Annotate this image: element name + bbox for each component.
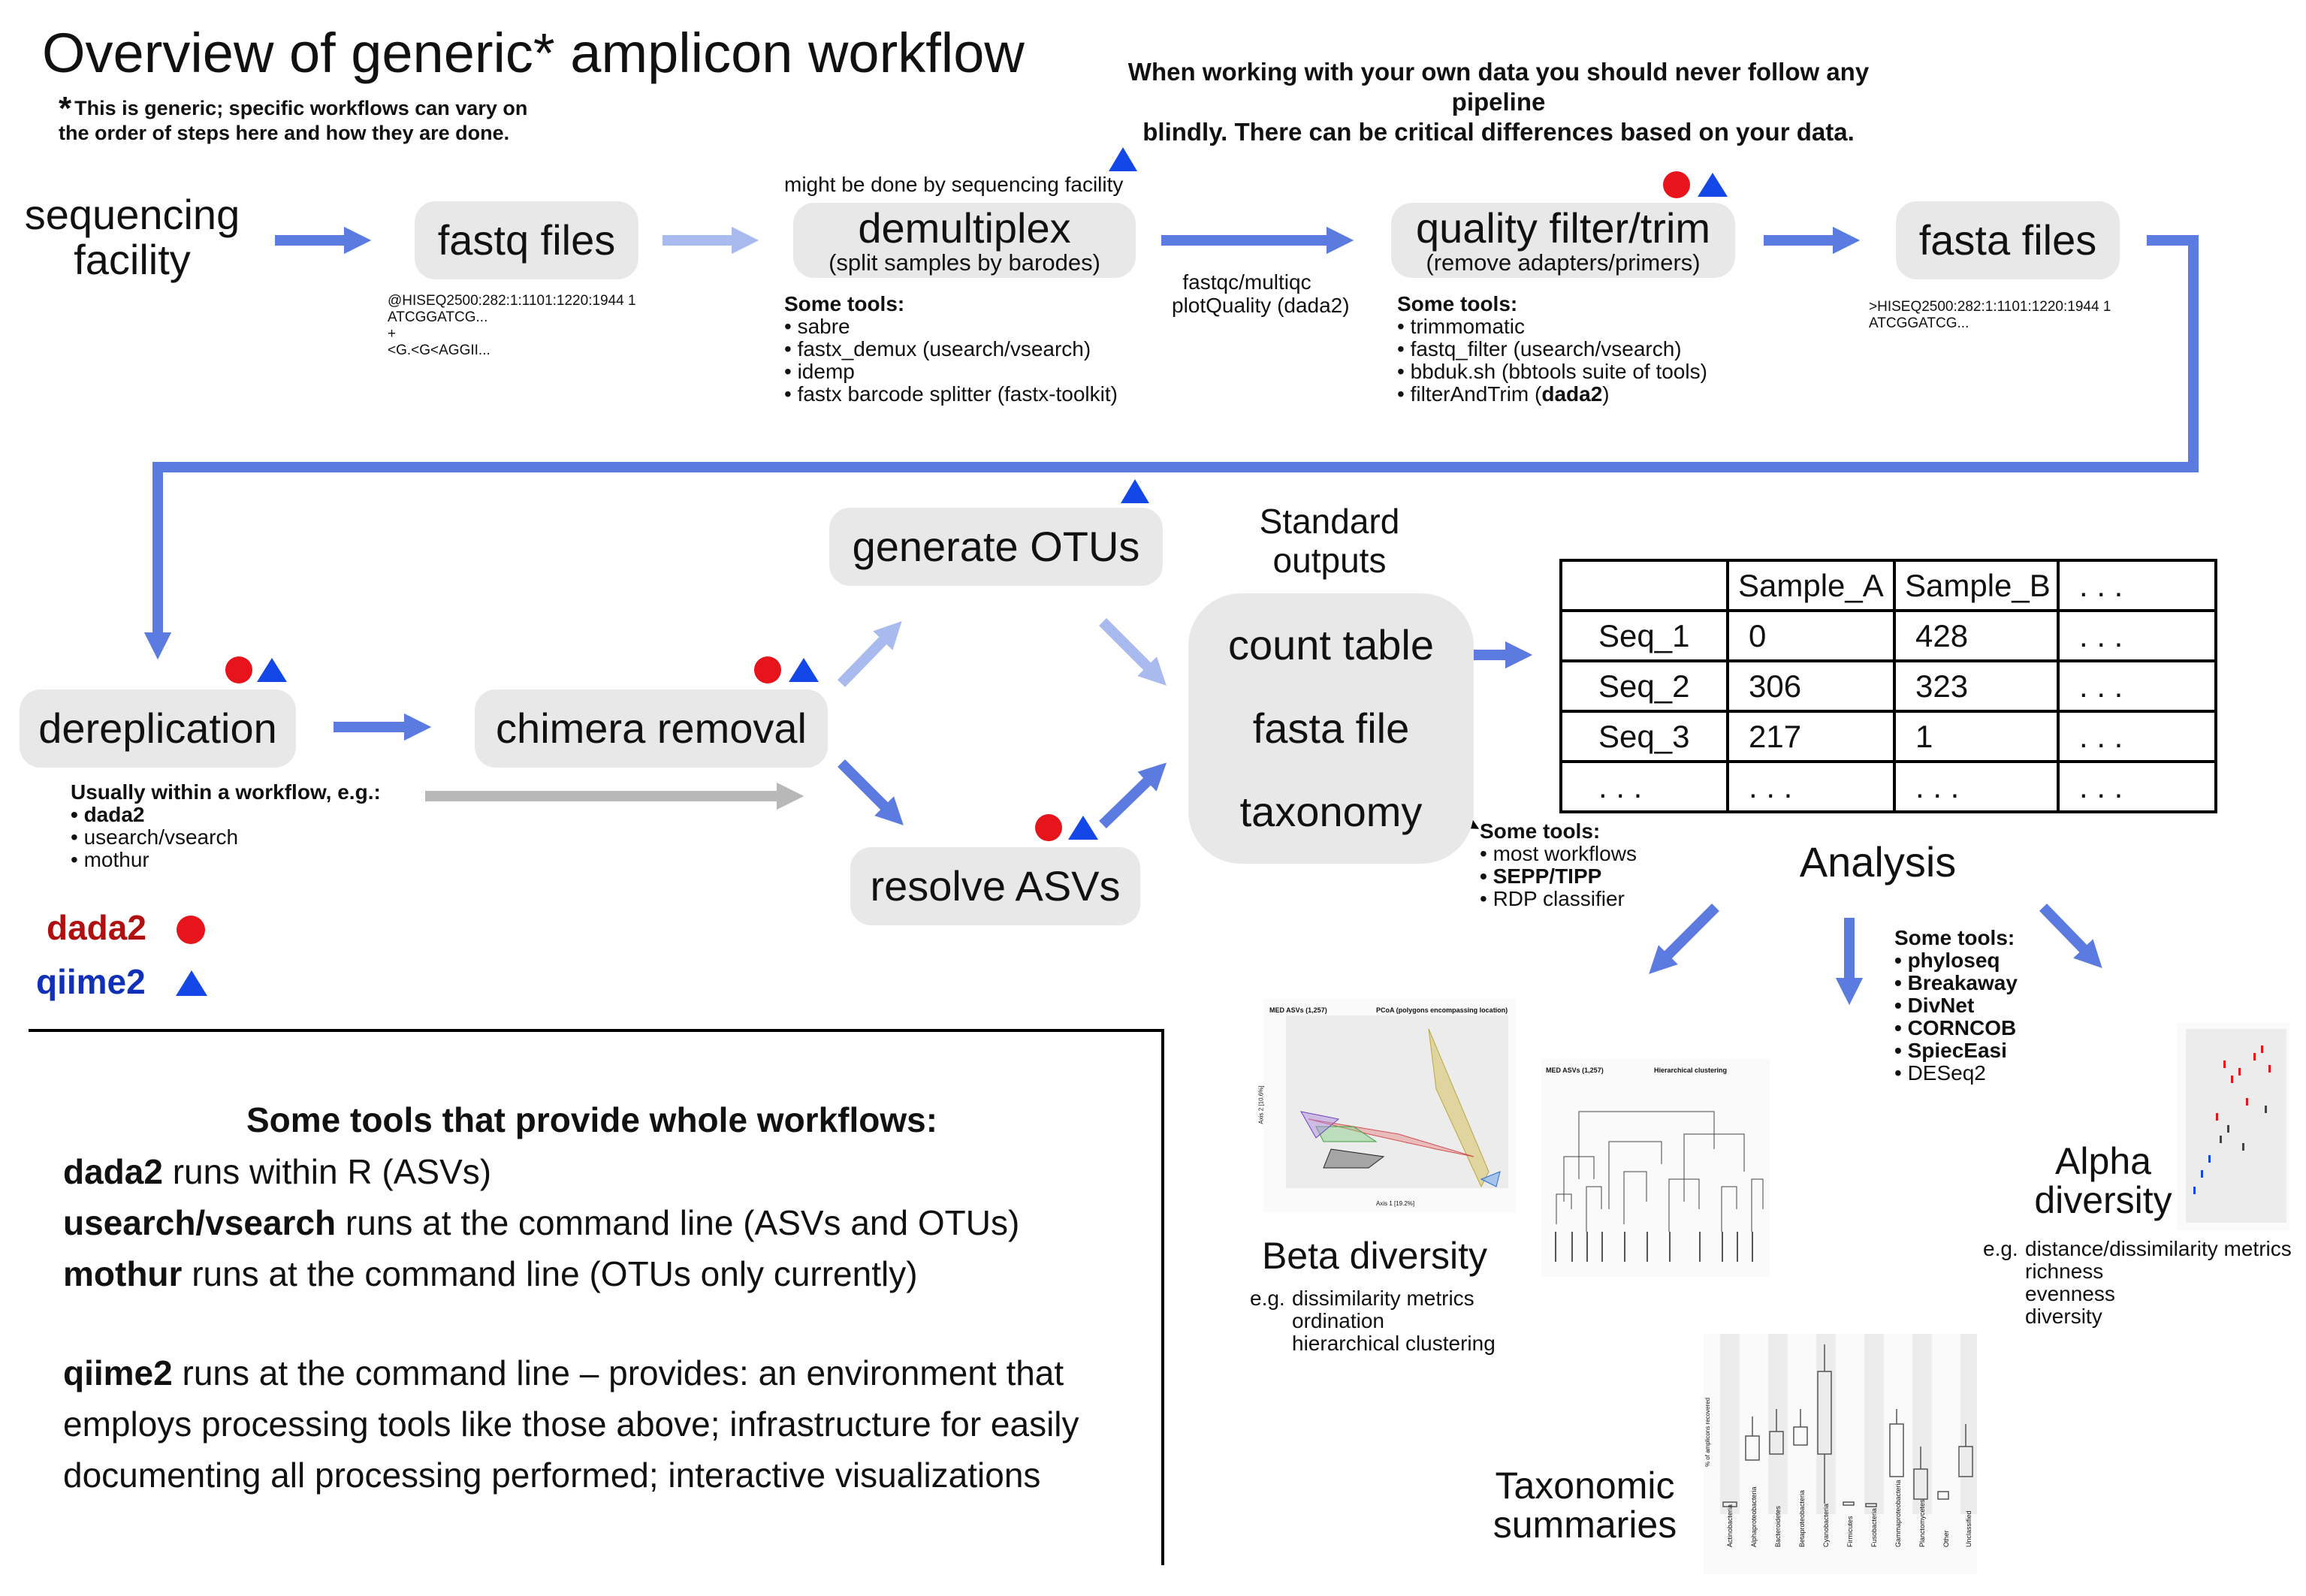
arrow-chimera-to-otus xyxy=(837,620,902,687)
alpha-diversity-title: Alpha diversity xyxy=(2034,1140,2172,1221)
fasta-files-node: fasta files xyxy=(1896,201,2120,279)
dada2-legend-circle xyxy=(177,916,205,944)
table-header-row: Sample_A Sample_B . . . xyxy=(1559,559,2217,612)
arrow-asvs-to-outputs xyxy=(1099,762,1167,829)
output-fasta-file: fasta file xyxy=(1252,704,1410,752)
standard-outputs-node: count table fasta file taxonomy xyxy=(1188,593,1474,864)
taxonomy-tools: Some tools: • most workflows • SEPP/TIPP… xyxy=(1480,819,1637,910)
quality-tool-last: • filterAndTrim (dada2) xyxy=(1397,382,1610,406)
chimera-removal-node: chimera removal xyxy=(475,689,828,768)
boxplot-thumbnail: % of amplicons recovered Actinobacteria … xyxy=(1704,1334,1977,1574)
qiime2-description: qiime2 runs at the command line – provid… xyxy=(63,1353,1079,1495)
connector-fasta-to-dereplication xyxy=(143,235,2199,660)
quality-filter-node: quality filter/trim (remove adapters/pri… xyxy=(1391,203,1735,278)
dada2-circle-chimera xyxy=(754,656,781,683)
page-title: Overview of generic* amplicon workflow xyxy=(42,22,1025,84)
demux-note: might be done by sequencing facility xyxy=(784,173,1124,196)
beta-diversity-title: Beta diversity xyxy=(1261,1235,1488,1277)
arrow-chimera-to-asvs xyxy=(838,759,904,825)
beta-examples: e.g. dissimilarity metrics ordination hi… xyxy=(1250,1287,1496,1355)
qiime2-triangle-chimera xyxy=(789,658,819,682)
dada2-circle-asvs xyxy=(1035,814,1062,841)
analysis-title: Analysis xyxy=(1799,838,1957,885)
workflow-line: mothur runs at the command line (OTUs on… xyxy=(63,1254,918,1293)
pcoa-plot xyxy=(1286,1015,1508,1188)
pcoa-thumbnail: MED ASVs (1,257) PCoA (polygons encompas… xyxy=(1258,999,1516,1212)
fastq-example: @HISEQ2500:282:1:1101:1220:1944 1 ATCGGA… xyxy=(388,293,636,358)
sequencing-facility-label: sequencing facility xyxy=(24,191,240,283)
workflow-line: dada2 runs within R (ASVs) xyxy=(63,1152,492,1191)
asterisk: * xyxy=(59,90,72,127)
table-row: Seq_2 306 323 . . . xyxy=(1559,659,2217,713)
table-row: . . . . . . . . . . . . xyxy=(1559,760,2217,813)
qiime2-triangle-asvs xyxy=(1068,816,1098,840)
qiime2-triangle-otus xyxy=(1121,479,1149,503)
alpha-examples: e.g. distance/dissimilarity metrics rich… xyxy=(1983,1237,2292,1328)
analysis-tools: Some tools: • phyloseq • Breakaway • Div… xyxy=(1894,926,2018,1085)
dada2-circle-quality xyxy=(1663,171,1690,198)
demux-tools: Some tools: • sabre • fastx_demux (usear… xyxy=(784,292,1118,406)
taxonomic-summaries-title: Taxonomic summaries xyxy=(1493,1465,1677,1546)
count-table: Sample_A Sample_B . . . Seq_1 0 428 . . … xyxy=(1559,559,2217,813)
standard-outputs-label: Standard outputs xyxy=(1259,502,1400,580)
fastq-files-node: fastq files xyxy=(415,201,638,279)
generic-note: *This is generic; specific workflows can… xyxy=(59,90,528,145)
table-row: Seq_3 217 1 . . . xyxy=(1559,710,2217,763)
dendrogram xyxy=(1555,1111,1764,1262)
demultiplex-node: demultiplex (split samples by barodes) xyxy=(793,203,1136,278)
dereplication-tools: Usually within a workflow, e.g.: • dada2… xyxy=(71,780,381,871)
fasta-example: >HISEQ2500:282:1:1101:1220:1944 1 ATCGGA… xyxy=(1869,299,2111,331)
legend-dada2: dada2 xyxy=(47,908,146,947)
warning-note: When working with your own data you shou… xyxy=(1127,58,1870,146)
output-taxonomy: taxonomy xyxy=(1239,787,1423,835)
arrow-analysis-left xyxy=(1649,904,1719,974)
qiime2-triangle-derep xyxy=(257,658,287,682)
alpha-thumbnail xyxy=(2177,1023,2289,1230)
dada2-circle-derep xyxy=(225,656,252,683)
quality-tools: Some tools: • trimmomatic • fastq_filter… xyxy=(1397,292,1707,406)
qiime2-legend-triangle xyxy=(176,970,207,996)
boxplot-categories: Actinobacteria Alphaproteobacteria Bacte… xyxy=(1726,1480,1972,1547)
alpha-plot xyxy=(2186,1029,2286,1223)
resolve-asvs-node: resolve ASVs xyxy=(850,847,1140,925)
boxplot xyxy=(1720,1334,1977,1514)
qiime2-triangle-quality xyxy=(1698,173,1728,197)
clustering-thumbnail: MED ASVs (1,257) Hierarchical clustering xyxy=(1541,1059,1770,1277)
qc-tools: fastqc/multiqc plotQuality (dada2) xyxy=(1172,270,1350,317)
output-count-table: count table xyxy=(1228,621,1434,669)
qiime2-triangle-demux xyxy=(1109,147,1137,171)
workflow-line: usearch/vsearch runs at the command line… xyxy=(63,1203,1020,1242)
arrow-analysis-right xyxy=(2039,904,2102,969)
table-row: Seq_1 0 428 . . . xyxy=(1559,609,2217,662)
arrow-otus-to-outputs xyxy=(1099,618,1167,686)
legend-qiime2: qiime2 xyxy=(36,962,146,1001)
whole-workflows-box: Some tools that provide whole workflows:… xyxy=(29,1029,1164,1565)
dereplication-node: dereplication xyxy=(20,689,296,768)
generate-otus-node: generate OTUs xyxy=(829,508,1163,586)
